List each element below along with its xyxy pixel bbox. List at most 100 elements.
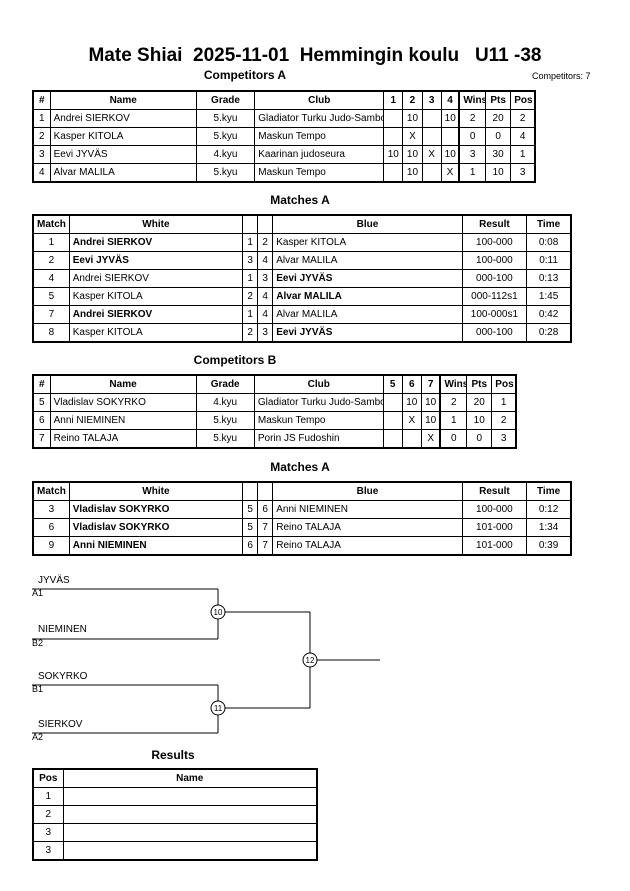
competitor-cell — [383, 109, 404, 128]
competitor-cell: 1 — [458, 163, 487, 183]
col-header: Pos — [32, 768, 64, 788]
competitor-cell: X — [401, 411, 422, 430]
competitor-cell: 5.kyu — [195, 127, 256, 146]
competitor-cell: 10 — [402, 145, 423, 164]
match-blue: Reino TALAJA — [272, 518, 463, 537]
bracket-seed-4: A2 — [32, 732, 44, 742]
match-match: 3 — [32, 500, 70, 519]
competitor-cell: 10 — [401, 393, 422, 412]
col-header: # — [32, 90, 51, 110]
competitor-cell: Reino TALAJA — [49, 429, 197, 449]
match-match: 5 — [32, 287, 70, 306]
competitor-cell: 1 — [32, 109, 51, 128]
competitor-cell: Porin JS Fudoshin — [253, 429, 384, 449]
competitor-cell: 10 — [420, 411, 441, 430]
competitors-b-heading: Competitors B — [193, 353, 277, 367]
match-result: 000-100 — [461, 269, 528, 288]
competitor-cell: 3 — [491, 429, 517, 449]
match-blue: Alvar MALILA — [272, 305, 463, 324]
competitor-cell: 4.kyu — [195, 393, 255, 412]
competitor-cell: Alvar MALILA — [49, 163, 197, 183]
competitor-cell: 3 — [32, 145, 51, 164]
match-wn: 1 — [242, 305, 259, 324]
match-white: Kasper KITOLA — [68, 287, 244, 306]
competitor-cell: 5 — [32, 393, 51, 412]
match-blue: Reino TALAJA — [272, 536, 463, 556]
competitor-cell — [421, 163, 442, 183]
match-white: Andrei SIERKOV — [68, 233, 244, 252]
match-bn: 3 — [257, 323, 274, 343]
result-pos: 3 — [32, 823, 64, 842]
result-row: 3 — [32, 841, 318, 861]
match-bn: 3 — [257, 269, 274, 288]
bracket-match-circle-11 — [210, 700, 226, 716]
match-white: Vladislav SOKYRKO — [68, 518, 244, 537]
competitor-cell: 10 — [420, 393, 441, 412]
competitor-cell: 3 — [510, 163, 536, 183]
page-title: Mate Shiai 2025-11-01 Hemmingin koulu U1… — [88, 45, 542, 66]
bracket-player-1: JYVÄS — [38, 575, 70, 586]
match-wn: 5 — [242, 500, 259, 519]
match-bn: 7 — [257, 536, 274, 556]
match-white: Anni NIEMINEN — [68, 536, 244, 556]
col-header: Match — [32, 214, 70, 234]
result-name — [62, 823, 318, 842]
col-header: Result — [461, 481, 528, 501]
match-result: 101-000 — [461, 536, 528, 556]
col-header: Pos — [491, 374, 517, 394]
match-match: 6 — [32, 518, 70, 537]
match-bn: 4 — [257, 251, 274, 270]
competitor-cell: 0 — [466, 429, 493, 449]
col-header: 5 — [382, 374, 403, 394]
competitor-cell: 2 — [32, 127, 51, 146]
match-blue: Alvar MALILA — [272, 287, 463, 306]
competitor-cell: 4 — [32, 163, 51, 183]
competitor-cell: 7 — [32, 429, 51, 449]
match-result: 100-000 — [461, 500, 528, 519]
match-time: 0:39 — [526, 536, 572, 556]
match-result: 101-000 — [461, 518, 528, 537]
match-wn: 5 — [242, 518, 259, 537]
competitor-cell: 20 — [485, 109, 512, 128]
match-bn: 4 — [257, 287, 274, 306]
col-header: 3 — [421, 90, 442, 110]
col-header: Name — [62, 768, 318, 788]
col-header: Wins — [458, 90, 487, 110]
match-wn: 6 — [242, 536, 259, 556]
competitor-cell — [382, 411, 403, 430]
competitor-cell: X — [420, 429, 441, 449]
competitors-a-heading: Competitors A — [203, 68, 287, 82]
match-match: 8 — [32, 323, 70, 343]
competitor-cell: 1 — [510, 145, 536, 164]
competitor-cell: 5.kyu — [195, 411, 255, 430]
match-match: 1 — [32, 233, 70, 252]
bracket-match-circle-10 — [210, 604, 226, 620]
competitor-cell: Andrei SIERKOV — [49, 109, 197, 128]
result-name — [62, 805, 318, 824]
bracket-lines: 10 11 12 — [32, 588, 380, 734]
col-header: Blue — [272, 214, 463, 234]
competitor-cell: 10 — [402, 163, 423, 183]
bracket-seed-1: A1 — [32, 588, 44, 598]
competitor-cell — [383, 127, 404, 146]
match-time: 0:11 — [526, 251, 572, 270]
competitor-cell: 0 — [439, 429, 468, 449]
match-bn: 6 — [257, 500, 274, 519]
result-pos: 3 — [32, 841, 64, 861]
bracket-match-10: 10 — [214, 608, 223, 617]
col-header — [242, 214, 259, 234]
competitor-cell: Kaarinan judoseura — [254, 145, 385, 164]
col-header: Pts — [466, 374, 493, 394]
competitor-cell: 0 — [485, 127, 512, 146]
match-result: 000-112s1 — [461, 287, 528, 306]
match-wn: 2 — [242, 287, 259, 306]
